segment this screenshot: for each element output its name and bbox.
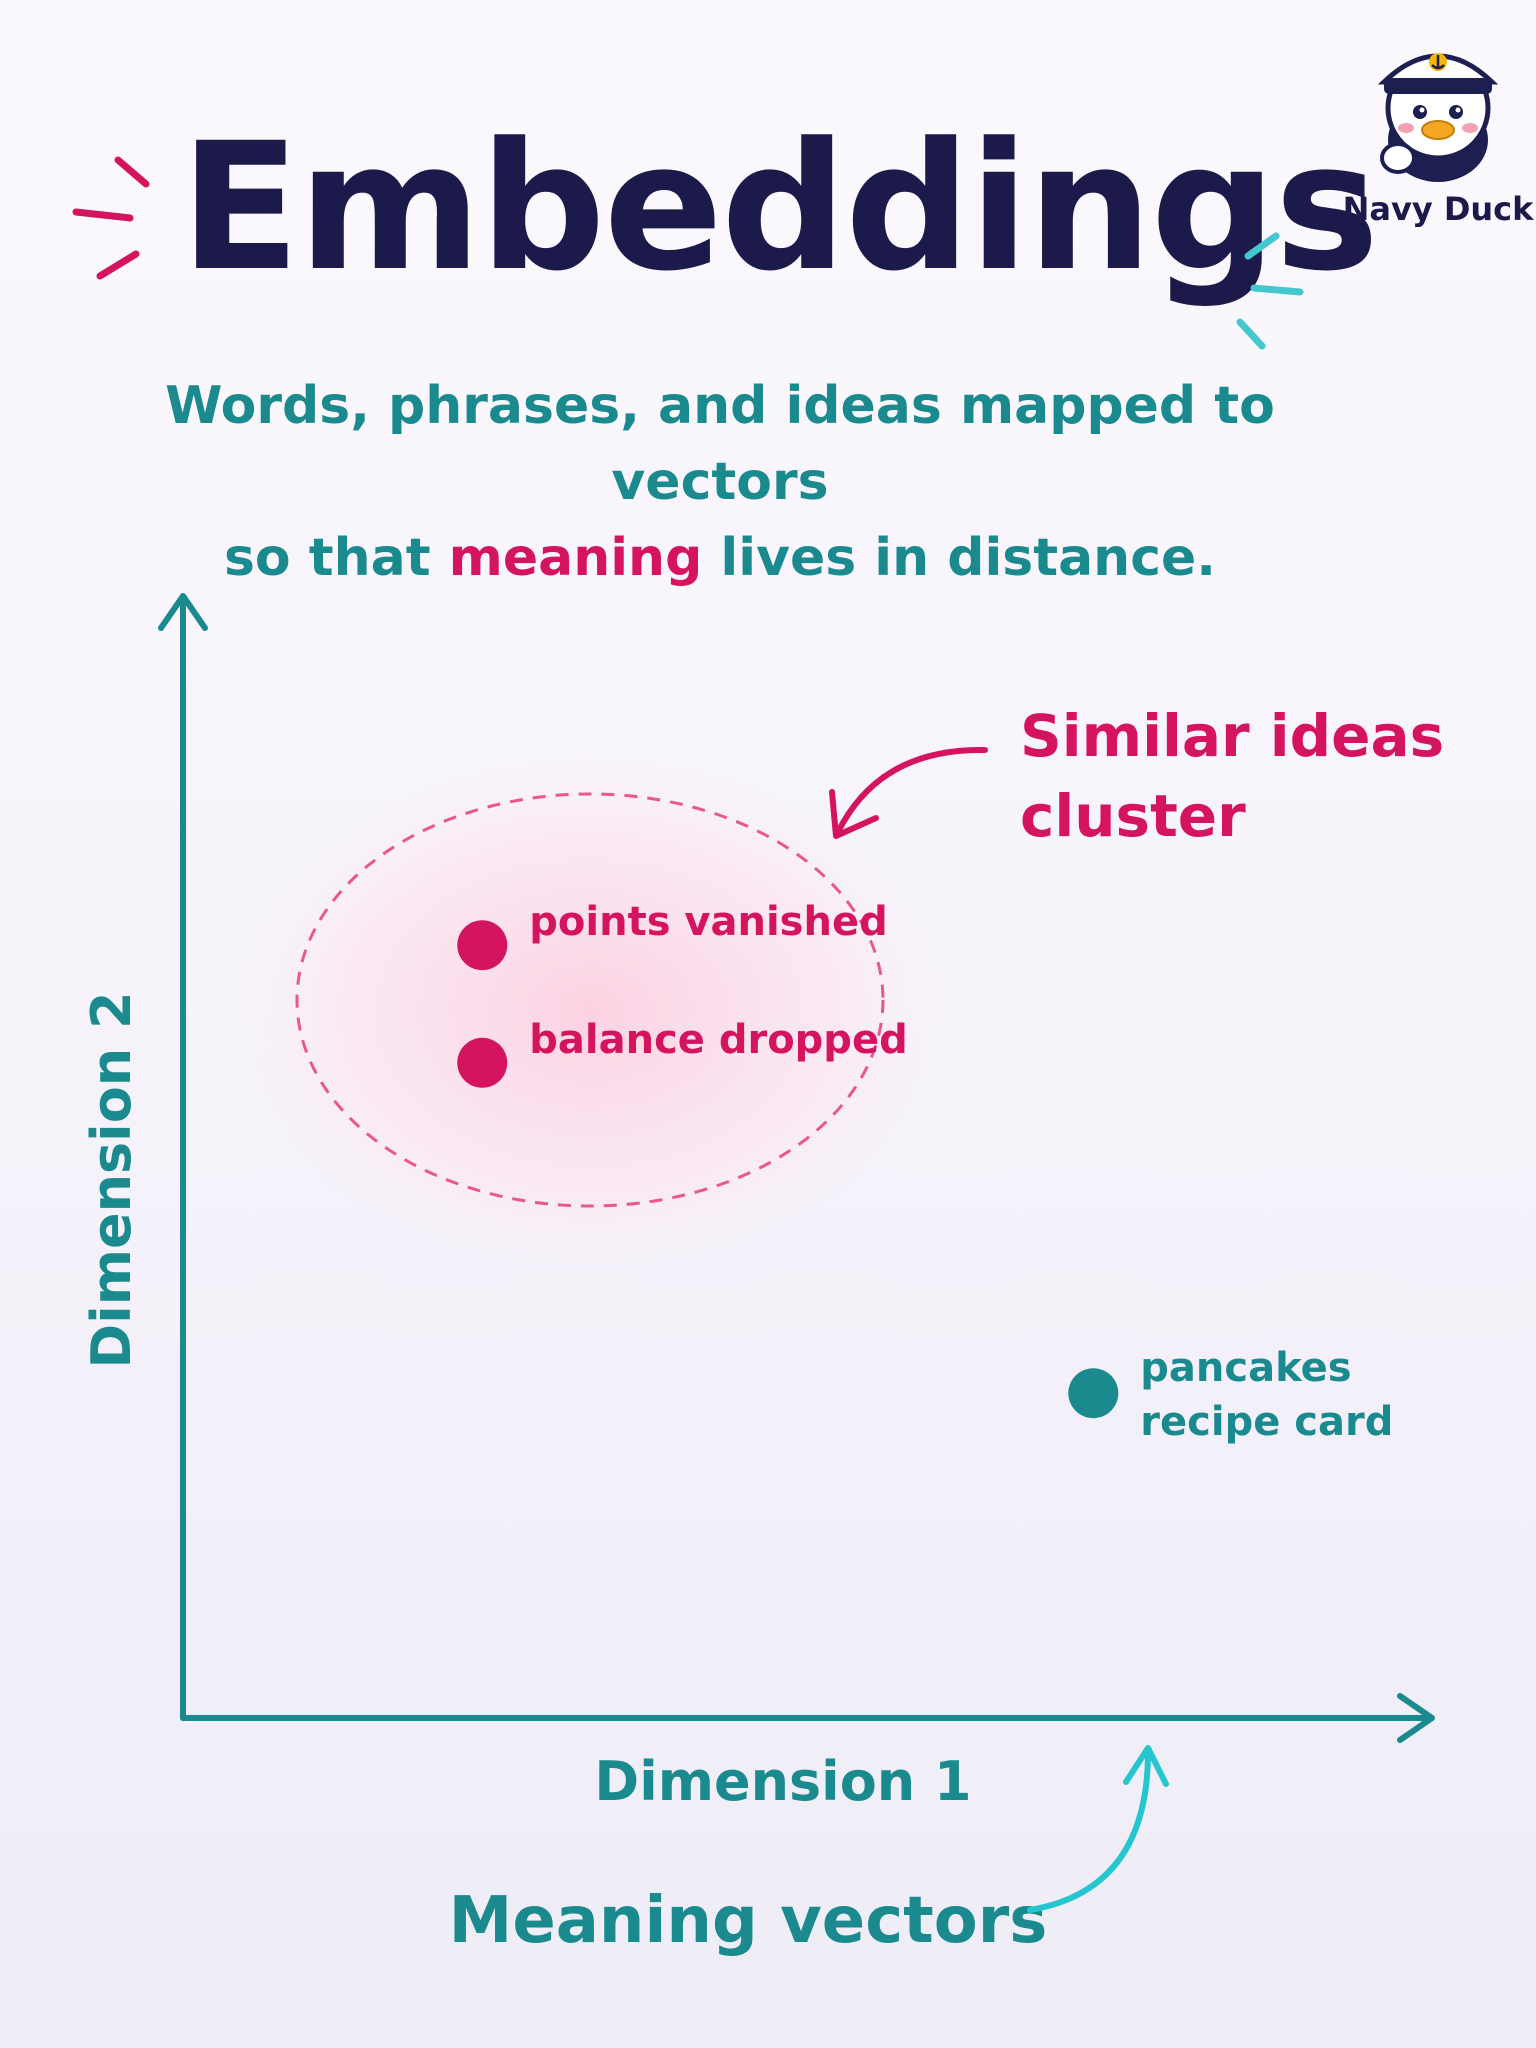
vectors-annotation: Meaning vectors bbox=[449, 1884, 1048, 1958]
x-axis-arrowhead bbox=[1397, 1693, 1435, 1743]
data-point-marker bbox=[1068, 1368, 1119, 1419]
chart-axes bbox=[158, 593, 1435, 1743]
cluster-annotation-arrow bbox=[829, 746, 988, 839]
cluster-glow bbox=[230, 750, 950, 1270]
data-point-marker bbox=[457, 920, 508, 971]
data-point-label: pancakes bbox=[1140, 1345, 1351, 1391]
vectors-annotation-arrow bbox=[1027, 1745, 1169, 1913]
y-axis-arrowhead bbox=[158, 593, 208, 631]
brand-label: Navy Duck bbox=[1342, 190, 1534, 228]
data-point-2: pancakes recipe card bbox=[1068, 1345, 1393, 1445]
subtitle-line-1: Words, phrases, and ideas mapped to vect… bbox=[165, 376, 1275, 512]
cluster-annotation-line-2: cluster bbox=[1020, 782, 1246, 850]
subtitle-line-2-end: lives in distance. bbox=[702, 528, 1217, 588]
navy-duck-mascot-icon bbox=[1377, 53, 1499, 182]
data-point-marker bbox=[457, 1037, 508, 1088]
data-point-0: points vanished bbox=[457, 899, 888, 971]
data-points: points vanished balance dropped pancakes re… bbox=[457, 899, 1393, 1445]
x-axis-label: Dimension 1 bbox=[594, 1750, 971, 1813]
data-point-1: balance dropped bbox=[457, 1017, 908, 1088]
data-point-label: recipe card bbox=[1140, 1399, 1393, 1445]
subtitle-line-2-start: so that bbox=[223, 528, 449, 588]
page-title: Embeddings bbox=[180, 105, 1379, 310]
cluster-boundary bbox=[295, 792, 885, 1208]
title-sparks-left bbox=[72, 156, 150, 280]
page-subtitle: Words, phrases, and ideas mapped to vect… bbox=[100, 368, 1340, 596]
data-point-label: points vanished bbox=[529, 899, 887, 945]
subtitle-highlight-meaning: meaning bbox=[448, 528, 703, 588]
brand-badge: Navy Duck bbox=[1340, 20, 1536, 250]
y-axis-label: Dimension 2 bbox=[80, 991, 143, 1368]
data-point-label: balance dropped bbox=[529, 1017, 907, 1063]
title-sparks-right bbox=[1236, 232, 1304, 350]
cluster-annotation-line-1: Similar ideas bbox=[1020, 702, 1444, 770]
